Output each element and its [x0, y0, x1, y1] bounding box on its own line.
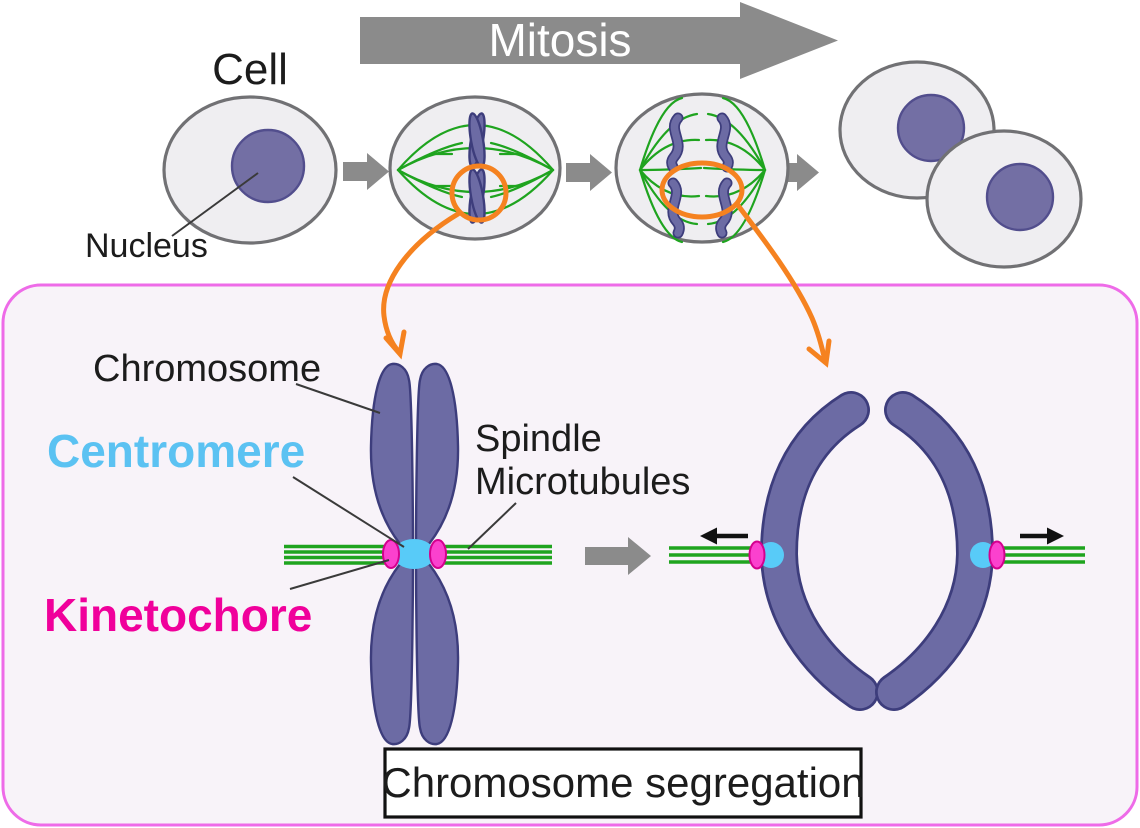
centromere-label: Centromere	[47, 425, 305, 477]
caption-label: Chromosome segregation	[381, 759, 864, 806]
separated-chromatid-left	[669, 391, 879, 711]
pull-arrow-right	[1020, 527, 1064, 545]
nucleus-label: Nucleus	[85, 227, 208, 265]
segregation-arrow	[585, 537, 651, 575]
daughter-cell-2	[925, 129, 1083, 269]
anaphase-chromatids	[666, 112, 734, 239]
mitosis-banner-arrow: Mitosis	[360, 2, 838, 79]
kinetochore-leader-line	[289, 559, 390, 590]
nucleus-shape	[230, 128, 306, 204]
zoom-arrow-left	[381, 211, 461, 360]
stage-arrow-2	[566, 154, 612, 191]
metaphase-chromosome-bottom	[468, 168, 486, 224]
anaphase-cell	[614, 92, 790, 244]
chromosome-label: Chromosome	[93, 348, 321, 390]
caption-box	[383, 747, 863, 819]
centromere-leader-line	[292, 476, 405, 548]
chromosome-leader-line	[295, 383, 381, 414]
kinetochore-left-shape	[382, 539, 400, 569]
spindle-leader-line	[467, 502, 517, 550]
spindle-microtubules-left	[284, 544, 390, 565]
spindle-microtubules-right	[440, 544, 552, 565]
stage-arrow-1	[343, 153, 389, 190]
metaphase-highlight-circle	[449, 163, 509, 223]
separated-chromatid-right	[875, 391, 1085, 711]
spindle-label-line2: Microtubules	[475, 461, 690, 503]
cell-label: Cell	[212, 45, 288, 94]
pull-arrow-left	[700, 527, 748, 545]
spindle-label-line1: Spindle	[475, 418, 602, 460]
kinetochore-label: Kinetochore	[44, 589, 312, 641]
anaphase-spindle-right	[702, 96, 767, 244]
x-chromosome	[284, 362, 552, 746]
nucleus-leader-line	[171, 172, 259, 237]
anaphase-highlight-ellipse	[659, 160, 745, 220]
zoom-arrow-right	[734, 201, 832, 368]
mitosis-banner-label: Mitosis	[488, 14, 631, 66]
interphase-cell	[162, 95, 338, 245]
kinetochore-right-shape	[429, 539, 447, 569]
